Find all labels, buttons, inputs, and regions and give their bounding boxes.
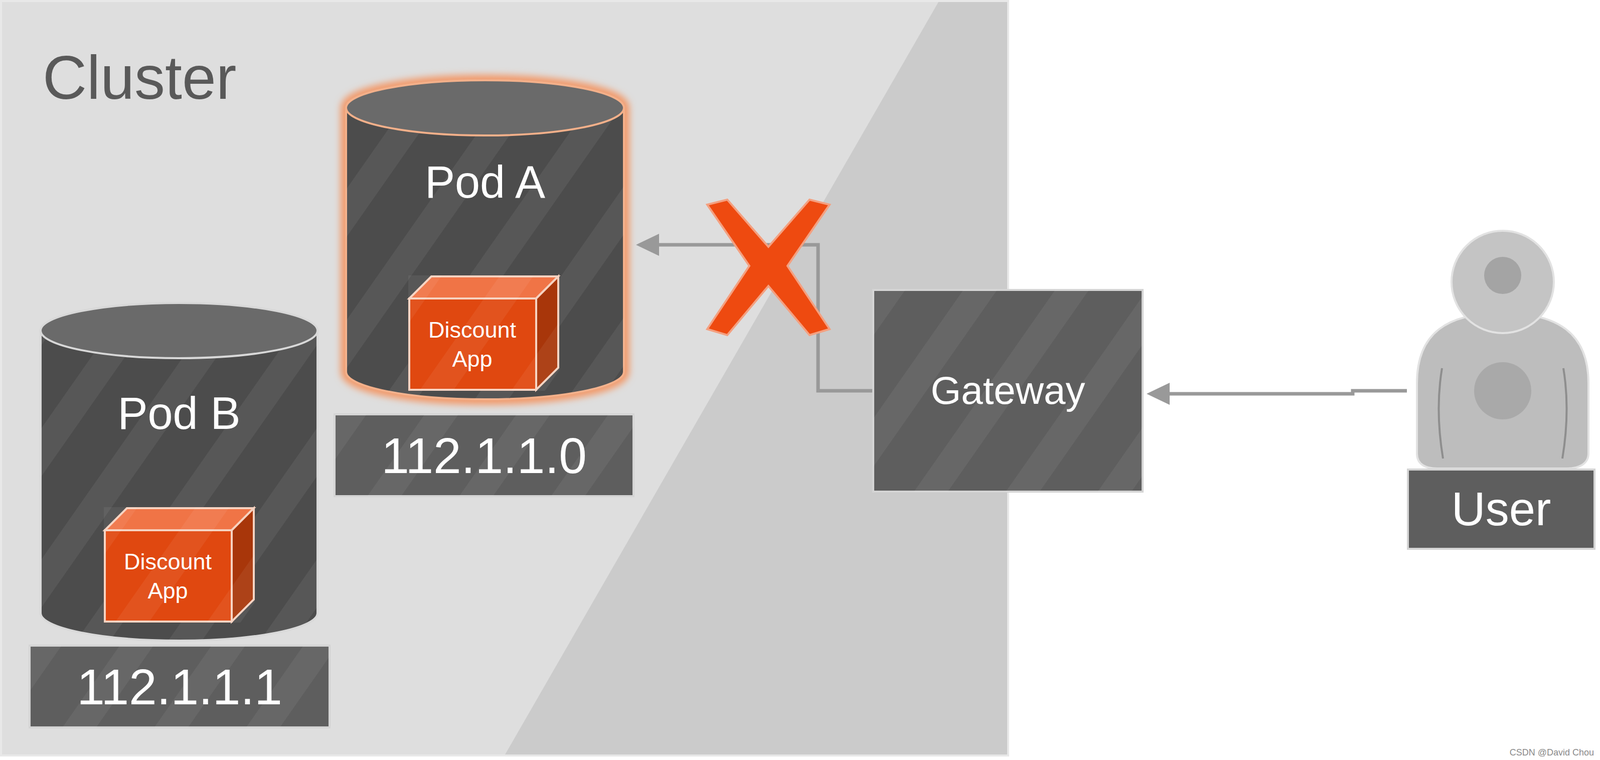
box-label: 112.1.1.1 [76,659,283,715]
app-name: Discount App [418,315,527,375]
user-label-box: User [1406,468,1596,550]
app-box: Discount App [408,275,560,391]
user-node: User [1406,232,1596,550]
watermark: CSDN @David Chou [1509,747,1594,758]
cluster-region: ClusterPod A Discount App 112.1.1.0 Pod B Di… [0,0,1009,756]
pod-cylinder: Pod A Discount App [337,71,633,409]
user-label: User [1451,483,1551,535]
blocked-cross [692,194,853,346]
flow-arrow [1146,382,1407,405]
ip-label-box: 112.1.1.1 [28,644,331,729]
pod-name: Pod B [38,387,320,440]
pod-cylinder: Pod B Discount App [38,300,320,643]
gateway-box: Gateway [872,288,1144,493]
app-name: Discount App [113,547,222,606]
box-label: 112.1.1.0 [381,427,587,484]
app-box: Discount App [103,507,255,623]
cluster-title: Cluster [42,44,237,112]
pod-name: Pod A [337,156,633,209]
box-label: Gateway [930,369,1086,413]
ip-label-box: 112.1.1.0 [333,413,635,498]
